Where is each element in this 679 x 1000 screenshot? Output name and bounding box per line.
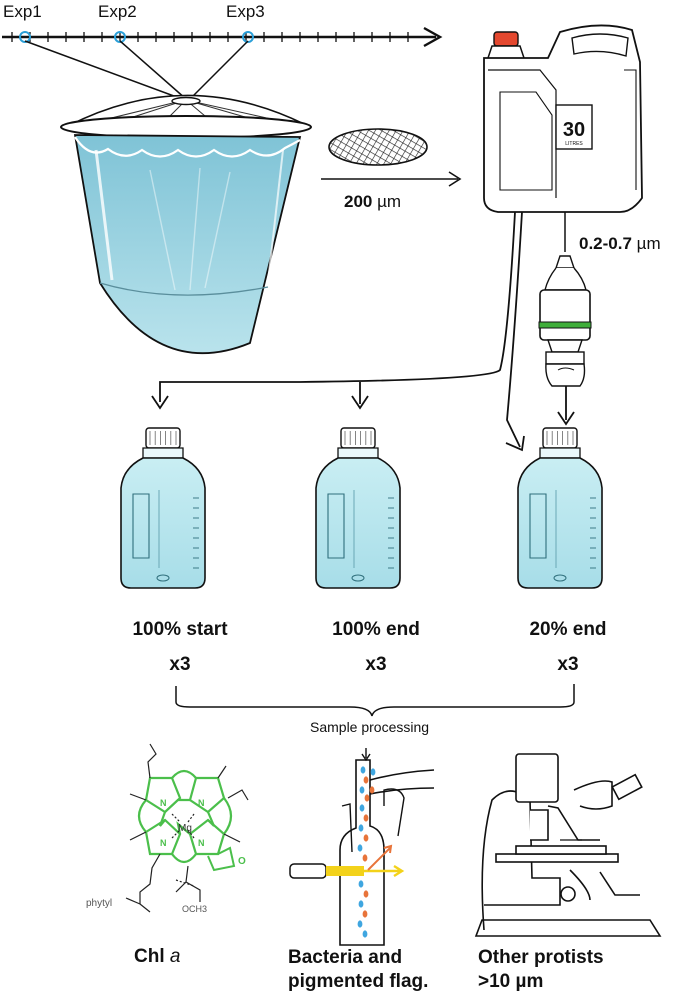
timeline-label-exp1: Exp1 [3,2,42,21]
carboy-volume: 30 [563,119,585,141]
flow-label-line1: Bacteria and [288,947,403,968]
plankton-net [60,94,312,355]
bottle-body [517,457,603,589]
mesh-size-unit: µm [377,192,402,211]
cell-particle [362,910,368,918]
molecule-n1: N [160,798,167,808]
molecule-oxygen: O [238,856,246,867]
cell-particle [357,844,363,852]
cell-particle [363,834,369,842]
bottle-label-3: 20% end [529,619,607,640]
timeline-label-exp2: Exp2 [98,2,137,21]
sample-processing-label: Sample processing [310,719,430,735]
timeline [2,26,443,100]
cell-particle [363,776,369,784]
chl-label-text: Chl [134,946,165,967]
bottle-neck [539,447,581,459]
flow-cytometer-icon [289,748,435,946]
timeline-marker-exp1 [19,31,31,43]
flow-label-line2: pigmented flag. [288,971,429,992]
bottle-body [120,457,206,589]
molecule-phytyl: phytyl [86,898,112,909]
cell-particles [357,766,376,938]
bottle-replicates-2: x3 [365,654,387,675]
chlorophyll-bonds [125,743,249,913]
cell-particle [360,766,366,774]
cell-particle [363,890,369,898]
microscope-label-line2: >10 µm [478,971,544,992]
molecule-n3: N [160,838,167,848]
cell-particle [359,804,365,812]
bottle-neck [142,447,184,459]
cell-particle [358,900,364,908]
chl-label: Chl a [134,946,180,968]
cell-particle [363,814,369,822]
capsule-filter [538,212,592,387]
carboy-unit: LITRES [565,141,583,147]
cell-particle [358,824,364,832]
mesh-filter [321,128,462,187]
timeline-label-exp3: Exp3 [226,2,265,21]
bottle-cap [340,427,376,449]
cell-particle [370,768,376,776]
microscope-label: Other protists >10 µm [478,946,604,994]
chl-label-suffix: a [169,946,181,967]
microscope-label-line1: Other protists [478,947,604,968]
bottle-cap [542,427,578,449]
sample-bottle-3 [517,427,603,589]
bottle-label-1: 100% start [132,619,228,640]
fine-filter-value: 0.2-0.7 [579,234,632,253]
bottle-replicates-3: x3 [557,654,579,675]
molecule-center: Mg [178,823,192,834]
bottle-body [315,457,401,589]
timeline-arrowhead [423,26,443,48]
bottle-cap [145,427,181,449]
mesh-size-value: 200 [344,192,373,211]
cell-particle [362,930,368,938]
cell-particle [369,786,375,794]
sample-bottle-2 [315,427,401,589]
cell-particle [359,786,365,794]
bottle-label-2: 100% end [332,619,420,640]
bottle-replicates-1: x3 [169,654,191,675]
timeline-marker-exp2 [114,31,126,43]
sample-bottle-1 [120,427,206,589]
molecule-n4: N [198,838,205,848]
timeline-ticks [11,32,409,42]
fine-filter-unit: µm [636,234,661,253]
processing-bracket [175,684,575,717]
cell-particle [357,920,363,928]
cell-particle [364,794,370,802]
bottles [120,427,603,589]
molecule-methyl-ester: OCH3 [182,904,207,914]
flow-lines [151,211,575,452]
flow-label: Bacteria and pigmented flag. [288,946,428,994]
chlorophyll-structure [137,769,236,872]
molecule-n2: N [198,798,205,808]
cell-particle [362,854,368,862]
mesh-size-label: 200 µm [344,192,401,212]
bottle-neck [337,447,379,459]
fine-filter-label: 0.2-0.7 µm [579,234,661,254]
carboy: 30 LITRES [483,24,643,213]
microscope-icon [474,753,662,937]
cell-particle [358,880,364,888]
